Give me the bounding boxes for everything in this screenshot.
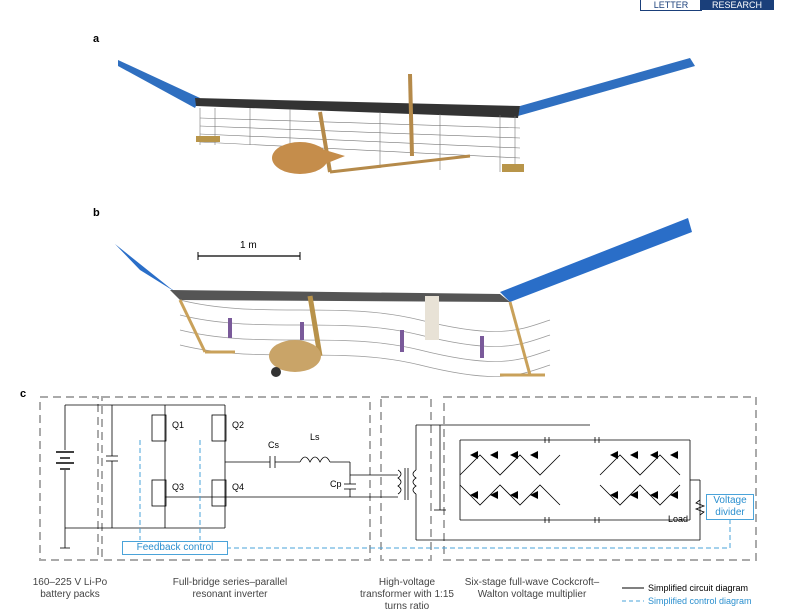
- cp-label: Cp: [330, 479, 342, 489]
- q1-label: Q1: [172, 420, 184, 430]
- q4-label: Q4: [232, 482, 244, 492]
- panel-label-a: a: [93, 33, 100, 45]
- battery-block: [39, 396, 99, 561]
- multiplier-block: [443, 396, 757, 561]
- panel-label-c: c: [20, 388, 27, 400]
- main-wing-a: [195, 98, 520, 118]
- diodes: [470, 451, 678, 499]
- inverter-block: [101, 396, 371, 561]
- multiplier-ladder: [459, 437, 681, 523]
- right-wingtip-b: [500, 218, 692, 302]
- header-tag-research: RESEARCH: [700, 0, 774, 10]
- grid-spacers-b: [228, 318, 484, 358]
- right-wingtip-a: [518, 58, 695, 116]
- fin-right-a: [502, 164, 524, 172]
- tail-fin-a: [408, 73, 414, 157]
- cs-label: Cs: [268, 440, 279, 450]
- caption-inverter: Full-bridge series–parallel resonant inv…: [172, 577, 288, 600]
- fuselage-pod-b: [269, 340, 321, 372]
- panel-label-b: b: [93, 207, 100, 219]
- caption-battery: 160–225 V Li-Po battery packs: [32, 577, 108, 600]
- q2-label: Q2: [232, 420, 244, 430]
- fuselage-pod-a: [272, 142, 328, 174]
- circuit-wires: [56, 404, 706, 549]
- feedback-control-box: Feedback control: [122, 541, 228, 555]
- q3-label: Q3: [172, 482, 184, 492]
- load-label: Load: [668, 514, 688, 524]
- fin-left-a: [196, 136, 220, 142]
- block-outlines: [39, 396, 757, 561]
- left-wingtip-a: [118, 60, 200, 108]
- caption-transformer: High-voltage transformer with 1:15 turns…: [360, 577, 454, 612]
- legend-control: Simplified control diagram: [648, 596, 752, 606]
- tail-fin-b: [425, 296, 439, 340]
- ls-label: Ls: [310, 432, 320, 442]
- scale-bar-label: 1 m: [240, 240, 257, 251]
- control-lines: [139, 440, 731, 549]
- voltage-divider-box: Voltage divider: [706, 494, 754, 520]
- transformer-block: [380, 396, 432, 561]
- legend-circuit: Simplified circuit diagram: [648, 583, 749, 593]
- caption-multiplier: Six-stage full-wave Cockcroft–Walton vol…: [464, 577, 600, 600]
- propeller-b: [271, 367, 281, 377]
- struts-b: [178, 299, 545, 377]
